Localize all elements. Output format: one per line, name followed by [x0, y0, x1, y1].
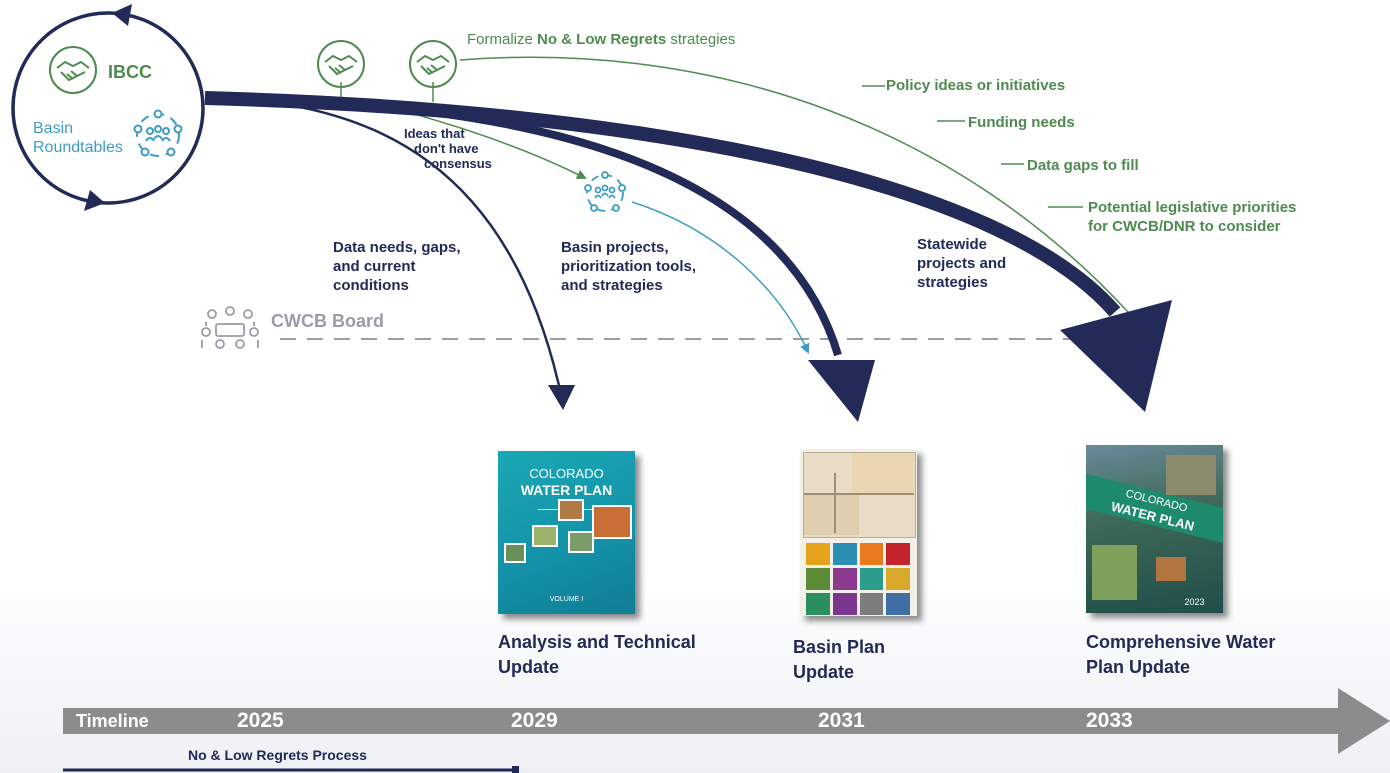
cover-photo [558, 499, 584, 521]
basin-plan-cover [800, 449, 917, 616]
cover-photo [568, 531, 594, 553]
feed-funding-label: Funding needs [968, 114, 1075, 131]
basin-projects-arrow [631, 201, 810, 354]
basin-map [803, 452, 916, 538]
comprehensive-water-plan-update-label: Comprehensive Water Plan Update [1086, 632, 1276, 677]
statewide-label: Statewide projects and strategies [917, 236, 1007, 291]
basin-tile [859, 568, 884, 590]
basin-tile [859, 543, 884, 565]
basin-projects-label: Basin projects, prioritization tools, an… [561, 239, 696, 294]
timeline-arrow [63, 688, 1390, 754]
board-meeting-icon [201, 306, 259, 349]
data-needs-label: Data needs, gaps, and current conditions [333, 239, 461, 294]
basin-tile [832, 593, 857, 615]
basin-tile [886, 568, 910, 590]
comprehensive-plan-cover: COLORADO WATER PLAN 2023 [1086, 445, 1223, 613]
year-2029: 2029 [511, 709, 558, 732]
people-circle-icon [584, 171, 626, 212]
basin-tile [886, 543, 910, 565]
cwcb-board-label: CWCB Board [271, 311, 384, 331]
basin-tile [832, 568, 857, 590]
handshake-icon [49, 46, 97, 94]
analysis-technical-update-label: Analysis and Technical Update [498, 632, 696, 677]
cover-photo [1166, 455, 1216, 495]
cycle-circle [11, 4, 205, 211]
cover-photo [1092, 545, 1137, 600]
cover-photo [592, 505, 632, 539]
basin-roundtables-label: Basin Roundtables [33, 120, 123, 156]
year-2025: 2025 [237, 709, 284, 732]
ibcc-label: IBCC [108, 62, 152, 82]
no-low-regrets-process-label: No & Low Regrets Process [188, 747, 367, 763]
no-low-regrets-process-bar [63, 766, 519, 773]
no-consensus-label: Ideas that don't have consensus [404, 126, 492, 171]
people-circle-icon [133, 109, 183, 157]
cover-year: 2023 [1184, 597, 1205, 607]
analysis-report-cover: COLORADO WATER PLAN VOLUME I [498, 451, 635, 614]
statewide-arrow [204, 91, 1121, 317]
handshake-icon [409, 40, 457, 88]
cover-photo [504, 543, 526, 563]
basin-tile [832, 543, 857, 565]
basin-plan-update-label: Basin Plan Update [793, 637, 886, 682]
cover-photo [532, 525, 558, 547]
basin-tile [806, 543, 830, 565]
basin-tile [806, 568, 830, 590]
basin-tile [806, 593, 830, 615]
year-2031: 2031 [818, 709, 865, 732]
cover-volume: VOLUME I [549, 596, 584, 603]
cover-photo [1156, 557, 1186, 581]
handshake-icon [317, 40, 365, 88]
feed-data-gaps-label: Data gaps to fill [1027, 157, 1139, 174]
year-2033: 2033 [1086, 709, 1133, 732]
feed-policy-label: Policy ideas or initiatives [886, 77, 1066, 94]
feed-legislative-label: Potential legislative priorities for CWC… [1088, 199, 1297, 235]
basin-tile [886, 593, 910, 615]
basin-tile [859, 593, 884, 615]
timeline-label: Timeline [76, 711, 149, 731]
formalize-strategies-label: Formalize No & Low Regrets strategies [467, 31, 736, 48]
cover-title: COLORADO WATER PLAN [520, 466, 613, 498]
